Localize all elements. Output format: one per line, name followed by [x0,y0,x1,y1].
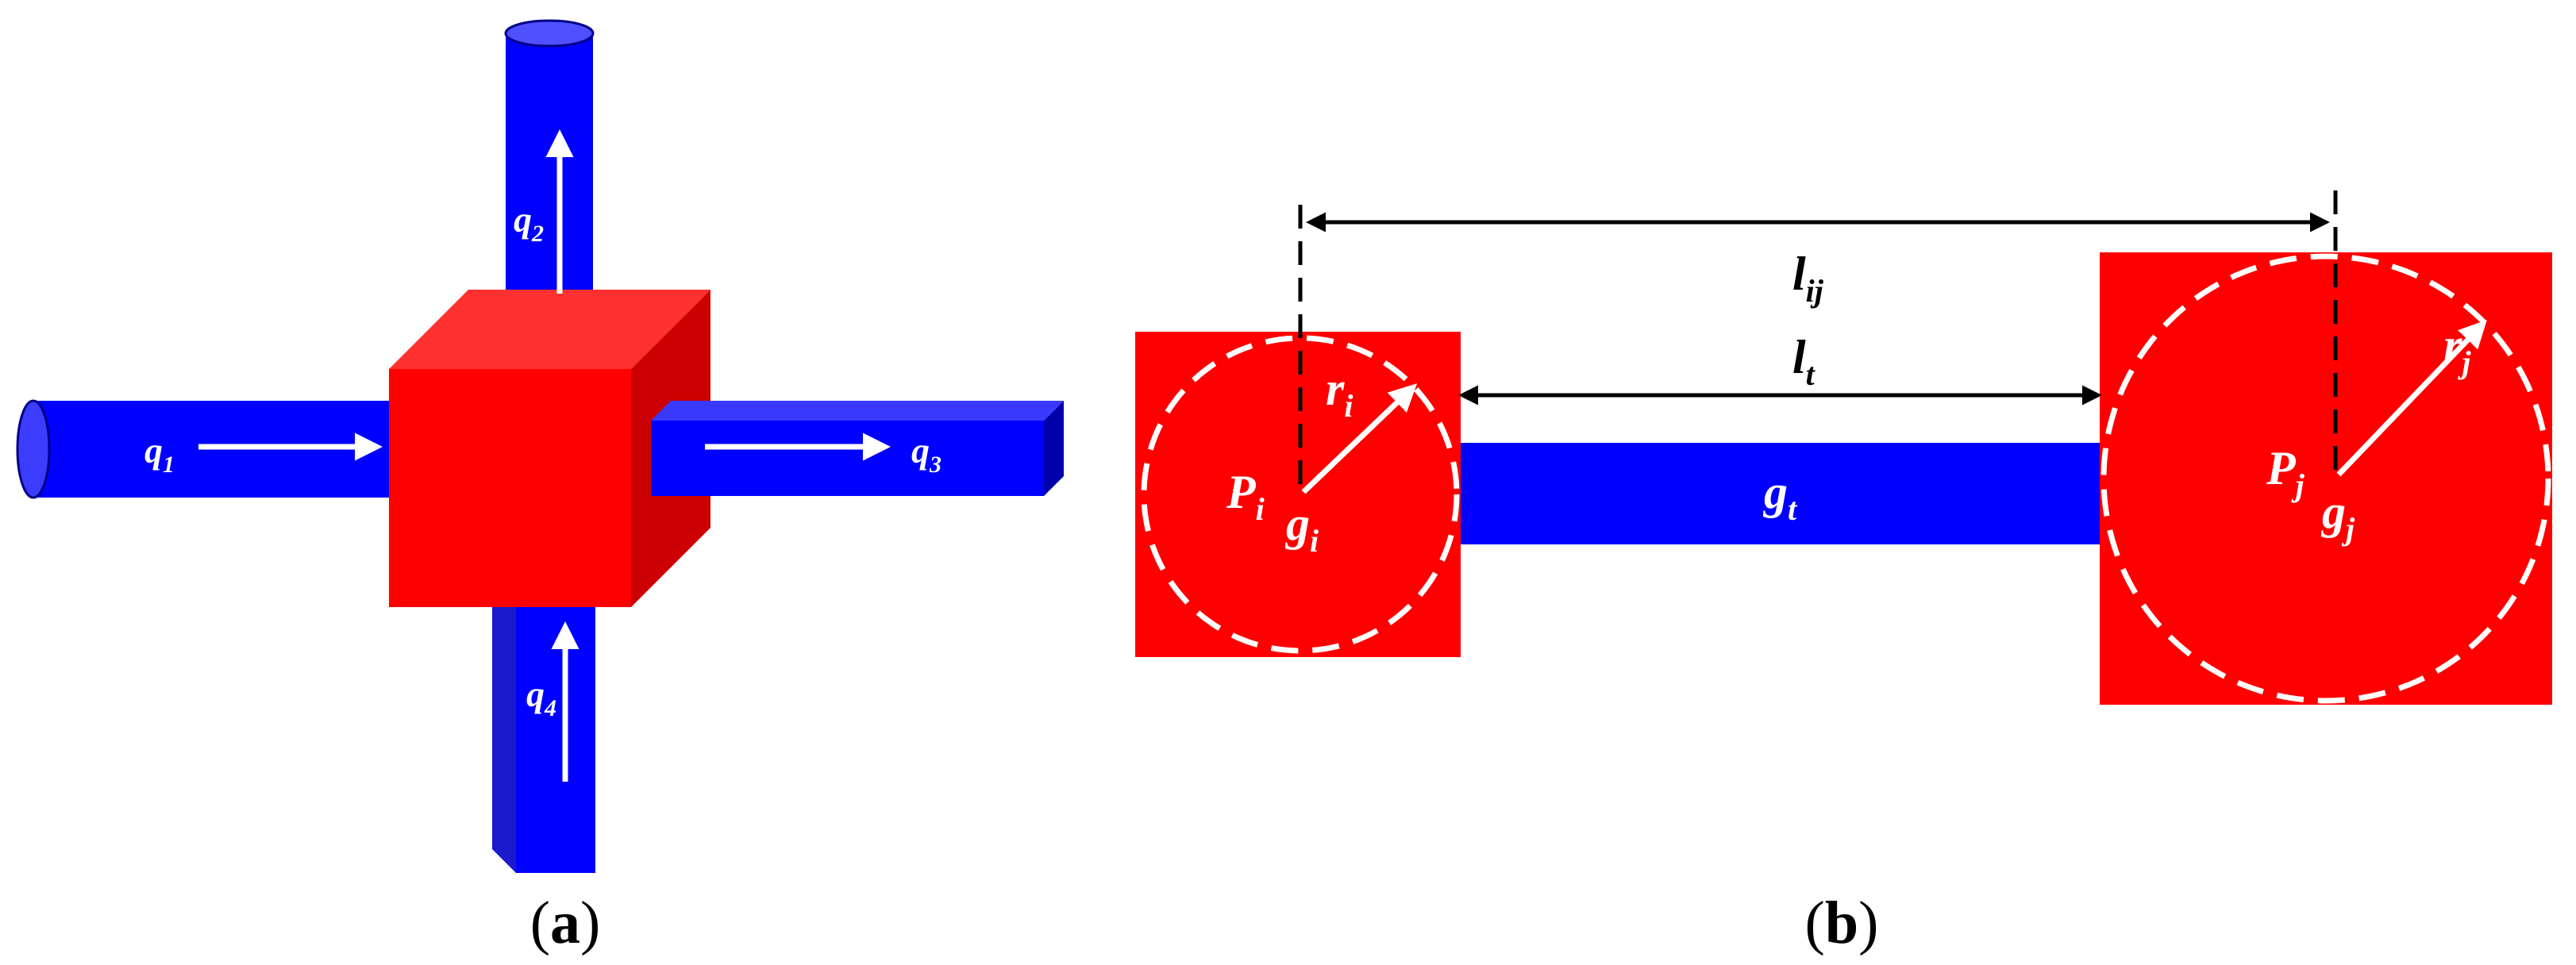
label-lij: lij [1792,248,1824,309]
caption-b: (b) [1805,890,1879,956]
radius-arrow-j [2336,319,2487,477]
label-q3: q3 [911,430,941,478]
label-q1: q1 [144,430,175,478]
label-gt: gt [1762,466,1798,527]
caption-a: (a) [530,890,601,956]
label-lt: lt [1792,331,1816,392]
pipe-gt [1453,443,2104,544]
label-q2: q2 [514,199,544,247]
node-j-radius-circle [2100,253,2551,704]
pipe-q3 [651,401,1064,496]
panel-a: q1 q2 q3 q4 (a) [16,19,1064,956]
label-Pj: Pj [2266,442,2305,503]
label-q4: q4 [526,674,556,721]
label-gj: gj [2320,486,2355,547]
node-i [1135,332,1461,657]
node-i-radius-circle [1141,335,1460,654]
pipe-q4 [492,603,595,873]
label-Pi: Pi [1226,466,1265,527]
panel-b: lij lt ri Pi gi gt rj Pj gj (b) [1135,190,2552,956]
label-gi: gi [1284,498,1319,559]
label-rj: rj [2443,319,2471,380]
radius-arrow-i [1301,383,1418,494]
label-ri: ri [1326,363,1353,424]
